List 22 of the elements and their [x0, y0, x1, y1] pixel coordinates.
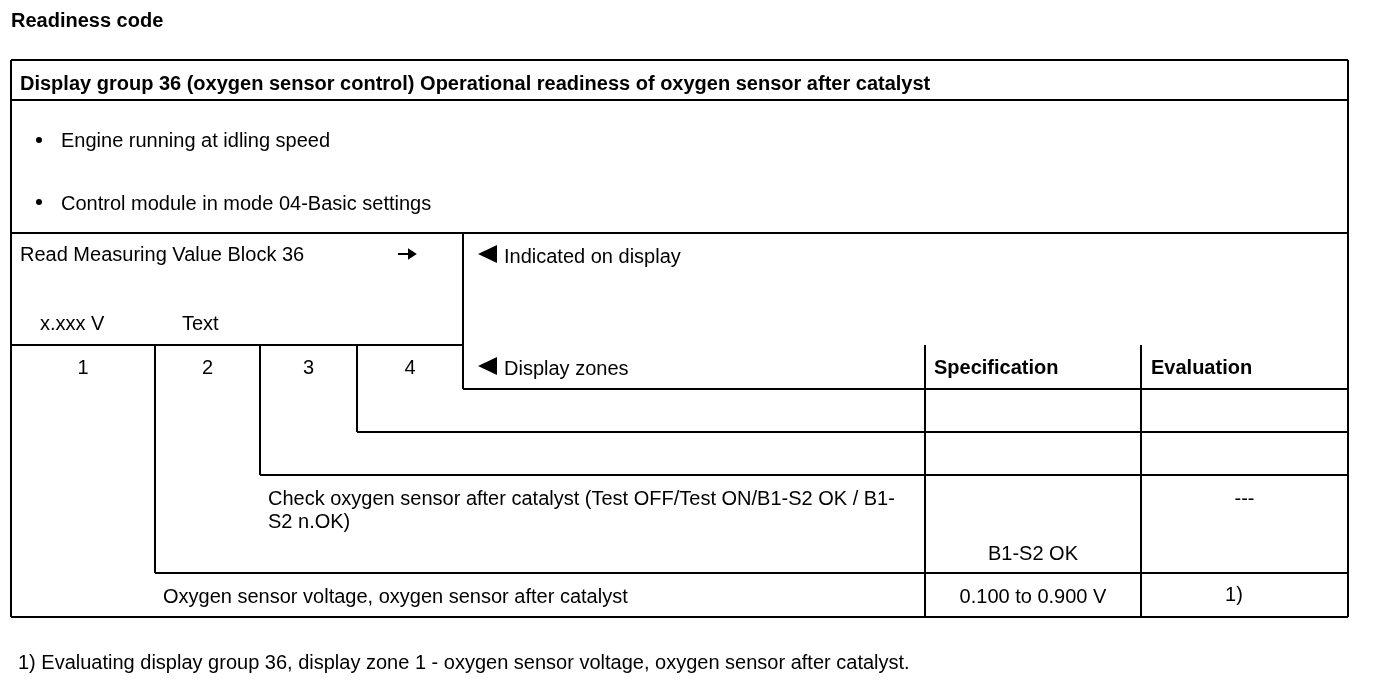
cell-text: ---: [1233, 487, 1256, 510]
cell-text: Text: [182, 312, 219, 335]
condition-text: Engine running at idling speed: [61, 129, 331, 152]
footnote-mark: 1): [1224, 583, 1244, 606]
zone-number: 2: [200, 356, 215, 379]
cell-text: Check oxygen sensor after catalyst (Test OFF/Test ON/B1-S2 OK / B1-S2 n.OK): [268, 487, 896, 533]
zone-number: 1: [76, 356, 90, 379]
zone-number: 4: [403, 356, 417, 379]
cell-text: 0.100 to 0.900 V: [958, 585, 1108, 608]
cell-text: Oxygen sensor voltage, oxygen sensor after catalyst: [163, 585, 628, 608]
cell-text: Read Measuring Value Block 36: [20, 243, 306, 266]
column-header: Specification: [934, 356, 1059, 379]
condition-text: Control module in mode 04-Basic settings: [61, 192, 432, 215]
column-header: Display zones: [504, 357, 629, 380]
cell-text: B1-S2 OK: [986, 542, 1079, 565]
table-heading: Display group 36 (oxygen sensor control) Operational readiness of oxygen sensor after catalyst: [20, 72, 932, 95]
cell-text: Indicated on display: [504, 245, 681, 268]
page-heading: Readiness code: [11, 9, 164, 32]
column-header: Evaluation: [1151, 356, 1253, 379]
zone-number: 3: [301, 356, 316, 379]
footnote: 1) Evaluating display group 36, display zone 1 - oxygen sensor voltage, oxygen sensor after catalyst.: [18, 651, 910, 674]
unit-text: x.xxx V: [40, 312, 105, 335]
